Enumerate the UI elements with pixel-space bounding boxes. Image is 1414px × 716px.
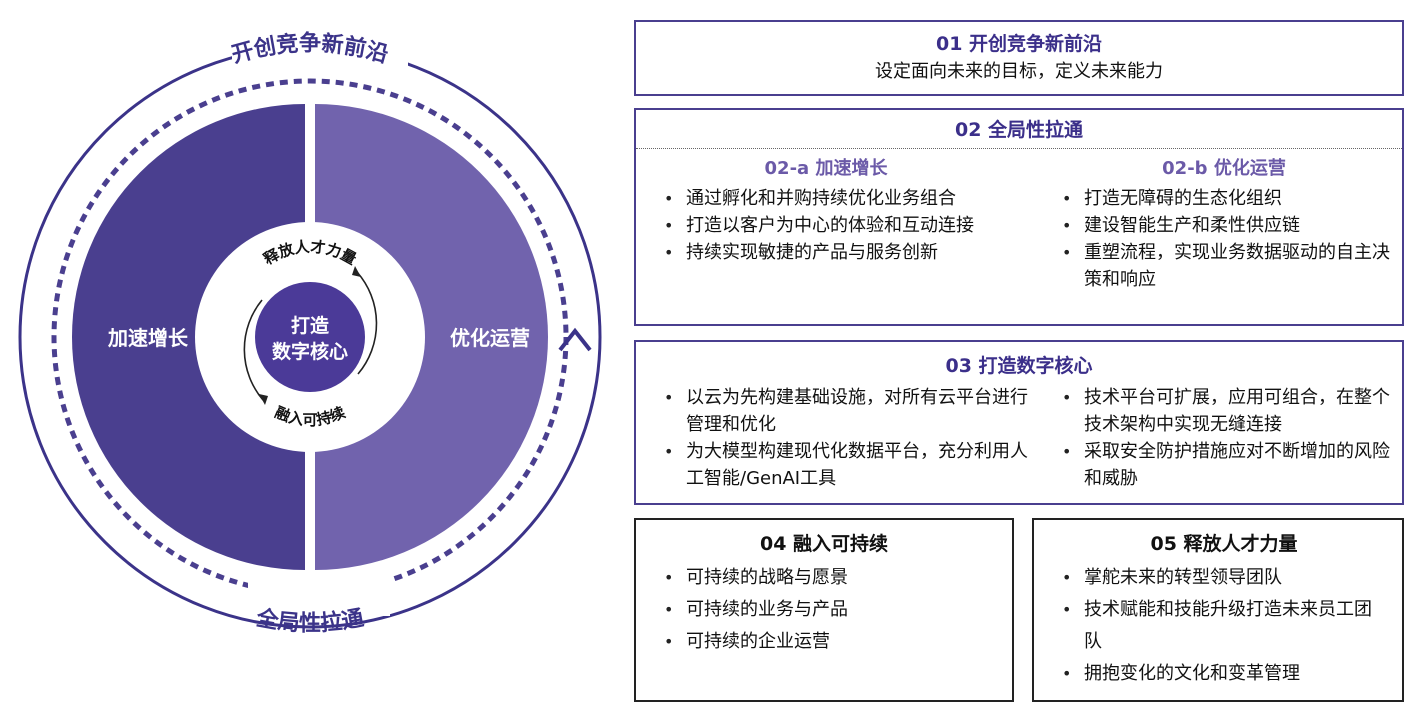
box-02: 02 全局性拉通 02-a 加速增长 通过孵化和并购持续优化业务组合 打造以客户…: [634, 108, 1404, 326]
box-02-title: 02 全局性拉通: [954, 119, 1084, 141]
cycle-arrow-left: [243, 299, 264, 401]
left-segment-label: 加速增长: [107, 326, 189, 350]
list-item: 技术平台可扩展，应用可组合，在整个技术架构中实现无缝连接: [1054, 384, 1392, 438]
list-item: 为大模型构建现代化数据平台，充分利用人工智能/GenAI工具: [656, 438, 1040, 492]
list-item: 打造以客户为中心的体验和互动连接: [656, 212, 1046, 239]
box-02-col-b-title: 02-b 优化运营: [1162, 158, 1286, 179]
box-02-col-a-list: 通过孵化和并购持续优化业务组合 打造以客户为中心的体验和互动连接 持续实现敏捷的…: [656, 185, 1046, 266]
left-half-segment: [72, 104, 305, 570]
box-01-title: 01 开创竞争新前沿: [935, 33, 1103, 55]
box-04-title: 04 融入可持续: [759, 533, 889, 555]
box-03-title: 03 打造数字核心: [945, 355, 1093, 377]
core-circle: [255, 282, 365, 392]
list-item: 重塑流程，实现业务数据驱动的自主决策和响应: [1054, 239, 1394, 293]
list-item: 掌舵未来的转型领导团队: [1054, 562, 1374, 594]
core-label-line1: 打造: [291, 314, 330, 337]
list-item: 采取安全防护措施应对不断增加的风险和威胁: [1054, 438, 1392, 492]
box-01-subtitle: 设定面向未来的目标，定义未来能力: [875, 61, 1163, 82]
box-03-col-b: 技术平台可扩展，应用可组合，在整个技术架构中实现无缝连接 采取安全防护措施应对不…: [1048, 384, 1392, 492]
box-02-col-a: 02-a 加速增长 通过孵化和并购持续优化业务组合 打造以客户为中心的体验和互动…: [636, 157, 1046, 293]
dashed-ring: [51, 78, 569, 596]
list-item: 可持续的战略与愿景: [656, 562, 1012, 594]
box-02-col-a-title: 02-a 加速增长: [764, 158, 888, 179]
list-item: 通过孵化和并购持续优化业务组合: [656, 185, 1046, 212]
list-item: 技术赋能和技能升级打造未来员工团队: [1054, 594, 1374, 658]
box-03-col-b-list: 技术平台可扩展，应用可组合，在整个技术架构中实现无缝连接 采取安全防护措施应对不…: [1054, 384, 1392, 492]
box-05-title: 05 释放人才力量: [1150, 533, 1298, 555]
box-04-list: 可持续的战略与愿景 可持续的业务与产品 可持续的企业运营: [656, 562, 1012, 658]
list-item: 以云为先构建基础设施，对所有云平台进行管理和优化: [656, 384, 1040, 438]
list-item: 建设智能生产和柔性供应链: [1054, 212, 1394, 239]
list-item: 可持续的企业运营: [656, 626, 1012, 658]
right-half-segment: [315, 104, 548, 570]
box-04: 04 融入可持续 可持续的战略与愿景 可持续的业务与产品 可持续的企业运营: [634, 518, 1014, 702]
list-item: 可持续的业务与产品: [656, 594, 1012, 626]
box-02-col-b: 02-b 优化运营 打造无障碍的生态化组织 建设智能生产和柔性供应链 重塑流程，…: [1046, 157, 1394, 293]
core-label-line2: 数字核心: [272, 340, 348, 363]
box-03: 03 打造数字核心 以云为先构建基础设施，对所有云平台进行管理和优化 为大模型构…: [634, 340, 1404, 505]
cycle-arrow-right: [356, 271, 378, 375]
list-item: 持续实现敏捷的产品与服务创新: [656, 239, 1046, 266]
box-01: 01 开创竞争新前沿 设定面向未来的目标，定义未来能力: [634, 20, 1404, 96]
list-item: 拥抱变化的文化和变革管理: [1054, 658, 1374, 690]
box-05-list: 掌舵未来的转型领导团队 技术赋能和技能升级打造未来员工团队 拥抱变化的文化和变革…: [1054, 562, 1394, 690]
list-item: 打造无障碍的生态化组织: [1054, 185, 1394, 212]
chevron-up-icon: [558, 327, 592, 352]
box-02-divider: [636, 148, 1402, 149]
box-03-col-a: 以云为先构建基础设施，对所有云平台进行管理和优化 为大模型构建现代化数据平台，充…: [636, 384, 1048, 492]
ring-diagram: 开创竞争新前沿 全局性拉通 加速增长 优化运营 释放人才力量 融入可持续 打造 …: [18, 31, 602, 637]
right-segment-label: 优化运营: [450, 326, 530, 350]
box-02-col-b-list: 打造无障碍的生态化组织 建设智能生产和柔性供应链 重塑流程，实现业务数据驱动的自…: [1054, 185, 1394, 293]
box-03-col-a-list: 以云为先构建基础设施，对所有云平台进行管理和优化 为大模型构建现代化数据平台，充…: [656, 384, 1048, 492]
box-05: 05 释放人才力量 掌舵未来的转型领导团队 技术赋能和技能升级打造未来员工团队 …: [1032, 518, 1404, 702]
